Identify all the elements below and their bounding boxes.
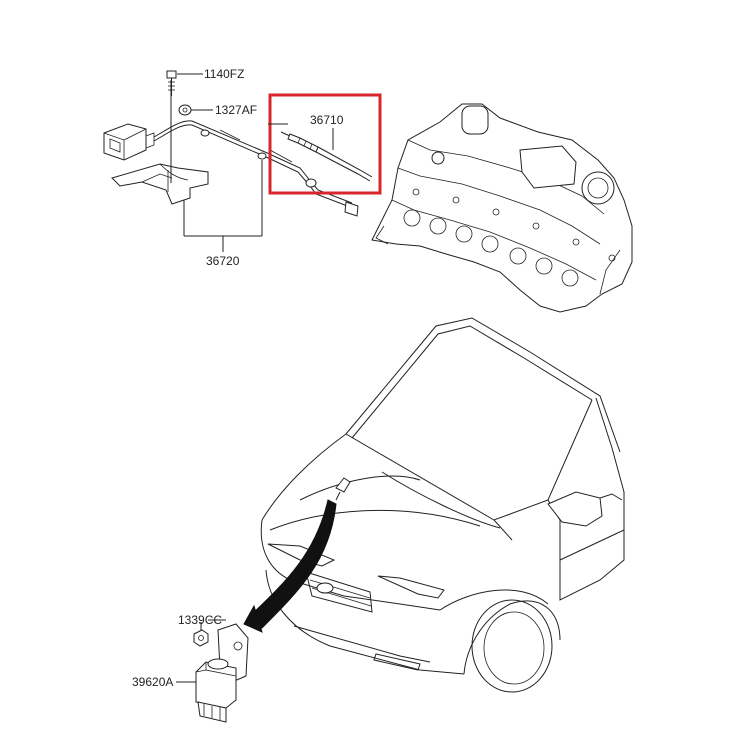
callout-nut: 1327AF	[215, 103, 257, 117]
glow-relay-39620a	[176, 619, 249, 723]
glow-plug-harness-assembly	[103, 70, 359, 252]
callout-nut-small: 1339CC	[178, 613, 222, 627]
harness-connector	[103, 123, 155, 161]
callout-bolt: 1140FZ	[204, 67, 244, 81]
callout-harness: 36720	[206, 254, 240, 268]
callout-relay: 39620A	[132, 675, 173, 689]
callout-glow-plug: 36710	[310, 113, 344, 127]
engine-illustration	[371, 103, 633, 313]
highlight-box	[268, 93, 382, 195]
nut-1327af	[178, 104, 192, 116]
vehicle-illustration	[260, 317, 625, 693]
harness-bracket	[111, 163, 209, 205]
glow-plug-36710	[268, 93, 382, 195]
nut-1339cc	[193, 629, 209, 647]
bolt-1140fz	[166, 70, 177, 96]
